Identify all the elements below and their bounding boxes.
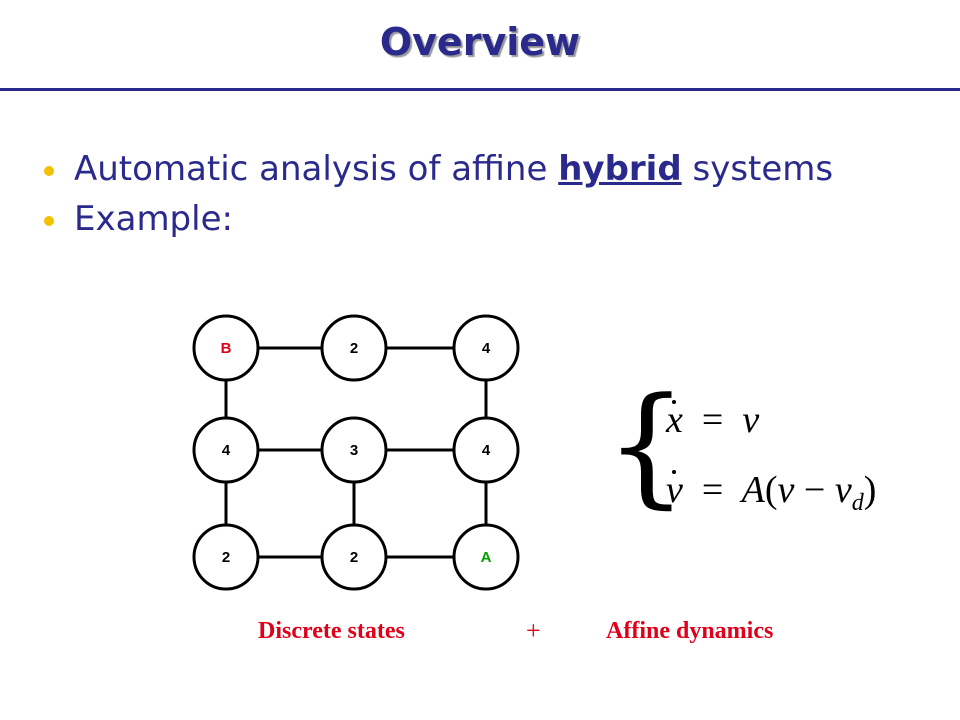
- node: 4: [192, 416, 260, 484]
- bullet-item: Automatic analysis of affine hybrid syst…: [44, 144, 833, 194]
- node: B: [192, 314, 260, 382]
- eq1-lhs: x: [666, 399, 683, 441]
- bullet-item: Example:: [44, 194, 833, 244]
- node-label: 2: [350, 340, 358, 357]
- node-label: B: [221, 340, 232, 357]
- bullet-dot-icon: [44, 216, 54, 226]
- node-label: 4: [482, 442, 491, 459]
- node: A: [452, 523, 520, 591]
- node-label: 4: [222, 442, 231, 459]
- discrete-state-grid: B 2 4 4 3 4 2 2 A: [192, 314, 520, 591]
- slide-title: Overview: [379, 20, 581, 64]
- node-label: 3: [350, 442, 358, 459]
- caption-affine-dynamics: Affine dynamics: [606, 618, 774, 644]
- node: 3: [320, 416, 388, 484]
- eq2-matrix: A: [741, 469, 765, 511]
- eq2-lhs: v: [666, 469, 683, 511]
- bullet-text-suffix: systems: [681, 149, 834, 189]
- node: 2: [320, 523, 388, 591]
- equation-velocity: v = A(v − vd): [666, 469, 877, 516]
- eq1-rhs: v: [742, 399, 760, 441]
- bullet-keyword-hybrid[interactable]: hybrid: [558, 149, 682, 189]
- node: 2: [192, 523, 260, 591]
- node: 4: [452, 314, 520, 382]
- caption-plus: +: [526, 616, 541, 645]
- eq2-vd: v: [834, 469, 852, 511]
- caption-discrete-states: Discrete states: [258, 618, 405, 644]
- node-label: 4: [482, 340, 491, 357]
- node-label: 2: [222, 549, 230, 566]
- node: 4: [452, 416, 520, 484]
- title-divider: [0, 88, 960, 91]
- eq2-v: v: [777, 469, 795, 511]
- node: 2: [320, 314, 388, 382]
- bullet-list: Automatic analysis of affine hybrid syst…: [44, 144, 833, 244]
- equation-position: x = v: [666, 399, 760, 441]
- bullet-text-prefix: Automatic analysis of affine: [74, 149, 559, 189]
- bullet-dot-icon: [44, 166, 54, 176]
- eq2-subscript: d: [851, 490, 864, 516]
- node-label: 2: [350, 549, 358, 566]
- node-label: A: [481, 549, 492, 566]
- bullet-text: Example:: [74, 199, 233, 239]
